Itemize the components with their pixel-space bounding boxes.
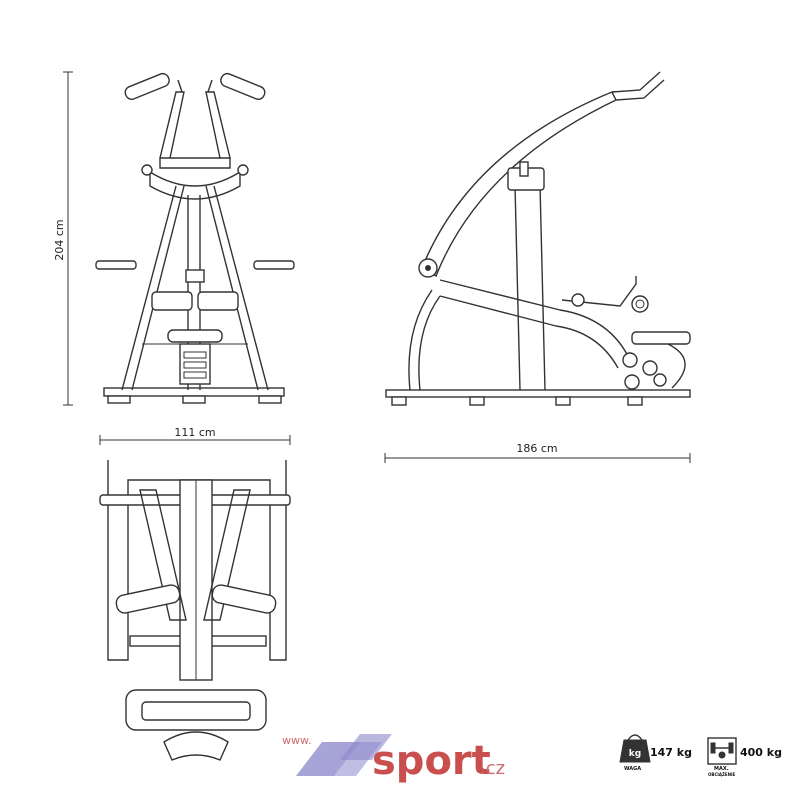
weight-spec: kg 147 kg WAGA bbox=[619, 734, 692, 772]
max-load-sublabel: OBCIĄŻENIE bbox=[708, 772, 735, 777]
height-dimension: 204 cm bbox=[53, 71, 73, 406]
side-view-drawing bbox=[385, 71, 691, 406]
length-label: 186 cm bbox=[516, 442, 557, 455]
logo-main: sport bbox=[372, 738, 491, 784]
logo: www. sport .cz bbox=[282, 734, 505, 784]
barbell-icon bbox=[707, 737, 737, 765]
max-load-value: 400 kg bbox=[740, 746, 782, 759]
height-label: 204 cm bbox=[53, 219, 66, 260]
logo-www: www. bbox=[282, 734, 311, 747]
front-view-drawing bbox=[95, 72, 295, 404]
kettlebell-icon: kg bbox=[619, 734, 651, 763]
length-dimension: 186 cm bbox=[384, 442, 691, 463]
weight-label: WAGA bbox=[624, 766, 641, 772]
logo-tld: .cz bbox=[480, 758, 505, 779]
weight-icon-text: kg bbox=[629, 749, 641, 759]
width-dimension: 111 cm bbox=[99, 426, 291, 445]
max-load-label: MAX. bbox=[714, 766, 729, 772]
logo-mark bbox=[296, 734, 392, 776]
top-view-drawing bbox=[99, 460, 291, 761]
max-load-spec: 400 kg MAX. OBCIĄŻENIE bbox=[707, 737, 782, 777]
weight-value: 147 kg bbox=[650, 746, 692, 759]
width-label: 111 cm bbox=[174, 426, 215, 439]
